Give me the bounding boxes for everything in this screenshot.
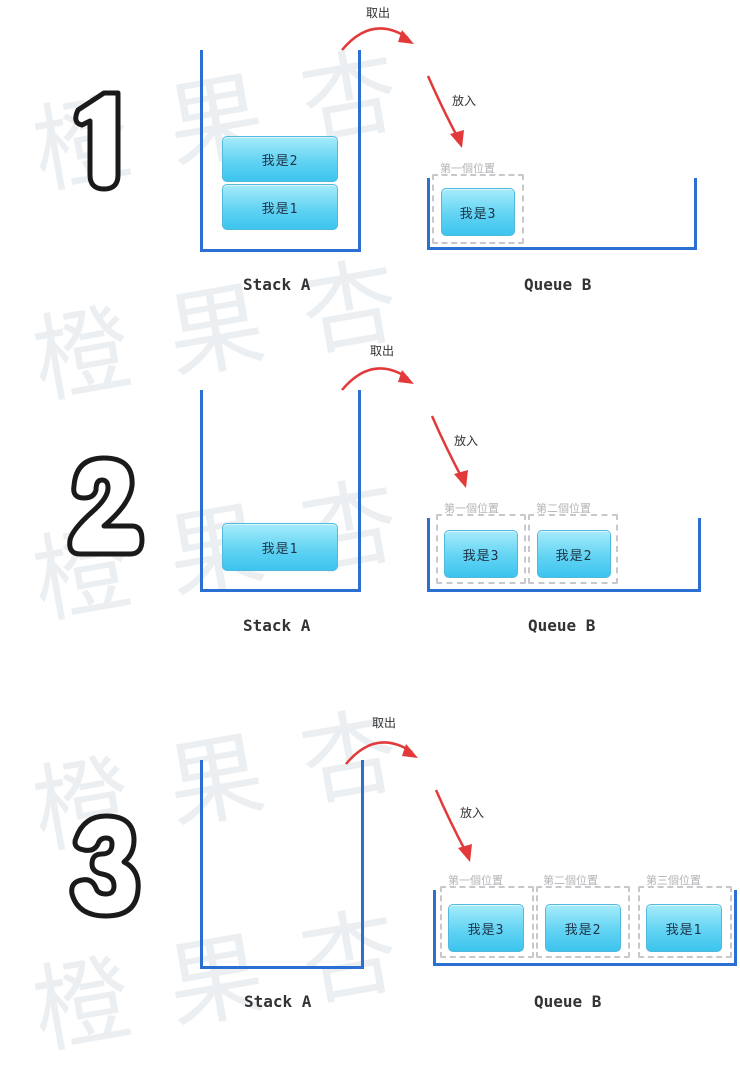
stack-a-right-wall	[358, 50, 361, 252]
digit-three-icon	[69, 813, 141, 919]
put-arrow	[430, 415, 468, 488]
digit-two-icon	[67, 455, 145, 557]
queue-b-right-wall	[698, 518, 701, 592]
queue-b-floor	[433, 963, 737, 966]
put-label: 放入	[452, 94, 477, 108]
take-label: 取出	[366, 6, 391, 20]
slot-label: 第三個位置	[646, 874, 701, 887]
queue-caption: Queue B	[524, 275, 592, 294]
queue-caption: Queue B	[528, 616, 596, 635]
queue-b-floor	[427, 247, 697, 250]
stack-caption: Stack A	[243, 275, 311, 294]
put-label: 放入	[454, 434, 479, 448]
take-arrow	[345, 741, 418, 765]
step-number-3	[64, 812, 144, 926]
queue-slot	[436, 514, 526, 584]
slot-label: 第一個位置	[440, 162, 495, 175]
stack-a-floor	[200, 249, 361, 252]
queue-block: 我是3	[444, 530, 518, 578]
put-arrow	[434, 789, 472, 862]
slot-label: 第二個位置	[536, 502, 591, 515]
step-number-1	[66, 85, 136, 199]
stack-a-floor	[200, 589, 361, 592]
queue-block: 我是2	[537, 530, 611, 578]
queue-b-left-wall	[427, 178, 430, 250]
stack-a-right-wall	[358, 390, 361, 592]
stack-a-left-wall	[200, 390, 203, 592]
slot-label: 第二個位置	[543, 874, 598, 887]
queue-slot	[638, 886, 732, 958]
queue-block: 我是3	[448, 904, 524, 952]
stack-a-left-wall	[200, 760, 203, 969]
queue-slot	[432, 174, 524, 244]
slot-label: 第一個位置	[444, 502, 499, 515]
queue-b-right-wall	[694, 178, 697, 250]
stack-caption: Stack A	[244, 992, 312, 1011]
queue-slot	[536, 886, 630, 958]
digit-one-icon	[73, 90, 121, 192]
stack-a-floor	[200, 966, 364, 969]
slot-label: 第一個位置	[448, 874, 503, 887]
stack-block: 我是2	[222, 136, 338, 182]
queue-slot	[440, 886, 534, 958]
queue-b-left-wall	[433, 890, 436, 966]
queue-block: 我是3	[441, 188, 515, 236]
queue-caption: Queue B	[534, 992, 602, 1011]
queue-b-left-wall	[427, 518, 430, 592]
take-label: 取出	[370, 344, 395, 358]
stack-block: 我是1	[222, 184, 338, 230]
stack-a-left-wall	[200, 50, 203, 252]
take-arrow	[341, 27, 414, 51]
queue-block: 我是1	[646, 904, 722, 952]
stack-caption: Stack A	[243, 616, 311, 635]
queue-b-right-wall	[734, 890, 737, 966]
put-label: 放入	[460, 806, 485, 820]
queue-slot	[528, 514, 618, 584]
take-arrow	[341, 367, 414, 391]
step-number-2	[64, 452, 145, 566]
queue-b-floor	[427, 589, 701, 592]
take-label: 取出	[372, 716, 397, 730]
stack-block: 我是1	[222, 523, 338, 571]
stack-a-right-wall	[361, 760, 364, 969]
put-arrow	[426, 75, 464, 148]
queue-block: 我是2	[545, 904, 621, 952]
